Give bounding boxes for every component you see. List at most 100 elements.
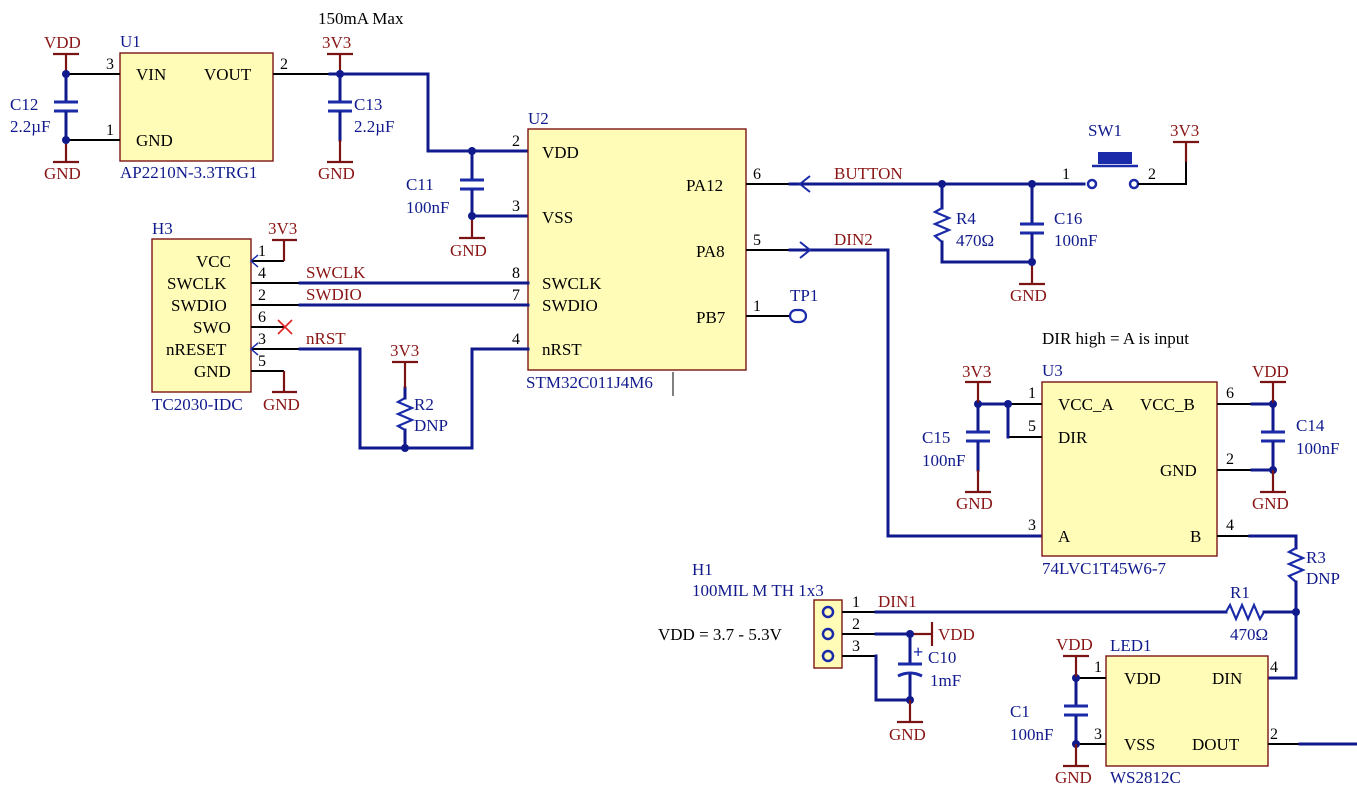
sw1-pushbutton[interactable]: SW1 1 2 — [1062, 121, 1156, 190]
net-button: BUTTON — [834, 164, 903, 183]
c13-capacitor[interactable]: C13 2.2µF — [328, 95, 395, 136]
c15-ref: C15 — [922, 428, 950, 447]
u3-num-vccb: 6 — [1226, 385, 1234, 402]
u1-pin-gnd: GND — [136, 131, 173, 150]
u2-num-pa8: 5 — [753, 232, 761, 249]
u2-num-swclk: 8 — [512, 265, 520, 282]
u1-regulator[interactable]: U1 AP2210N-3.3TRG1 VIN VOUT GND 3 2 1 — [106, 32, 288, 182]
r3-value: DNP — [1306, 569, 1340, 588]
led1-pin-dout: DOUT — [1192, 735, 1240, 754]
r4-ref: R4 — [956, 209, 976, 228]
h3-pin-swdio: SWDIO — [171, 296, 227, 315]
r2-resistor[interactable]: R2 DNP — [395, 395, 448, 435]
net-swclk: SWCLK — [306, 263, 366, 282]
u3-pin-vcca: VCC_A — [1058, 395, 1114, 414]
u2-pin-nrst: nRST — [542, 340, 582, 359]
c13-ref: C13 — [354, 95, 382, 114]
c16-ref: C16 — [1054, 209, 1082, 228]
v33-label: 3V3 — [268, 219, 297, 238]
u1-pin-vin: VIN — [136, 65, 166, 84]
h3-header[interactable]: H3 TC2030-IDC VCC SWCLK SWDIO SWO nRESET… — [151, 219, 266, 414]
c14-value: 100nF — [1296, 439, 1339, 458]
vdd-power-port: VDD — [1252, 362, 1289, 384]
c14-capacitor[interactable]: C14 100nF — [1261, 416, 1339, 458]
u2-num-swdio: 7 — [512, 287, 520, 304]
tp1-testpoint[interactable]: TP1 — [788, 286, 818, 324]
gnd-label: GND — [889, 725, 926, 744]
u1-num-vin: 3 — [106, 56, 114, 73]
u1-num-vout: 2 — [280, 56, 288, 73]
c11-capacitor[interactable]: C11 100nF — [406, 175, 484, 217]
led1-num-vdd: 1 — [1094, 659, 1102, 676]
r4-value: 470Ω — [956, 231, 994, 250]
h3-ref: H3 — [152, 219, 173, 238]
c12-value: 2.2µF — [10, 117, 51, 136]
gnd-power-port: GND — [889, 720, 926, 744]
gnd-power-port: GND — [263, 390, 300, 414]
u3-num-a: 3 — [1028, 517, 1036, 534]
u2-mcu[interactable]: U2 STM32C011J4M6 VDD VSS SWCLK SWDIO nRS… — [512, 109, 761, 392]
gnd-label: GND — [956, 494, 993, 513]
vdd-power-port: VDD — [44, 33, 81, 74]
led1-pin-vdd: VDD — [1124, 669, 1161, 688]
u3-pin-b: B — [1190, 527, 1201, 546]
h3-num-vcc: 1 — [258, 243, 266, 260]
gnd-power-port: GND — [1010, 282, 1047, 305]
u2-num-pa12: 6 — [753, 166, 761, 183]
c1-capacitor[interactable]: C1 100nF — [1010, 702, 1088, 744]
gnd-label: GND — [1010, 286, 1047, 305]
tp1-ref: TP1 — [790, 286, 818, 305]
h3-num-gnd: 5 — [258, 353, 266, 370]
r3-resistor[interactable]: R3 DNP — [1286, 547, 1340, 588]
u2-num-vdd: 2 — [512, 133, 520, 150]
gnd-label: GND — [1252, 494, 1289, 513]
gnd-power-port: GND — [1055, 764, 1092, 787]
r1-resistor[interactable]: R1 470Ω — [1225, 583, 1268, 644]
v33-label: 3V3 — [390, 341, 419, 360]
h3-num-swclk: 4 — [258, 265, 266, 282]
sw1-ref: SW1 — [1088, 121, 1122, 140]
c15-capacitor[interactable]: C15 100nF — [922, 428, 990, 470]
u3-level-shifter[interactable]: U3 74LVC1T45W6-7 VCC_A VCC_B DIR GND A B… — [1028, 361, 1234, 578]
h3-part: TC2030-IDC — [152, 395, 243, 414]
sw1-pin1: 1 — [1062, 166, 1070, 183]
h1-num-2: 2 — [852, 616, 860, 633]
h1-ref: H1 — [692, 560, 713, 579]
c10-capacitor[interactable]: + C10 1mF — [897, 642, 961, 690]
gnd-power-port: GND — [1252, 490, 1289, 513]
led1-num-vss: 3 — [1094, 726, 1102, 743]
gnd-label: GND — [44, 164, 81, 183]
gnd-label: GND — [1055, 768, 1092, 787]
r1-ref: R1 — [1230, 583, 1250, 602]
v33-label: 3V3 — [1170, 121, 1199, 140]
h1-connector[interactable]: H1 100MIL M TH 1x3 1 2 3 — [692, 560, 860, 669]
v33-label: 3V3 — [962, 362, 991, 381]
r4-resistor[interactable]: R4 470Ω — [932, 207, 994, 250]
max-current-note: 150mA Max — [318, 9, 404, 28]
vdd-label: VDD — [1252, 362, 1289, 381]
u3-pin-gnd: GND — [1160, 461, 1197, 480]
v33-power-port: 3V3 — [1170, 121, 1199, 144]
u2-num-nrst: 4 — [512, 331, 520, 348]
h1-num-1: 1 — [852, 594, 860, 611]
u2-part: STM32C011J4M6 — [526, 373, 653, 392]
c14-ref: C14 — [1296, 416, 1325, 435]
c16-value: 100nF — [1054, 231, 1097, 250]
c13-value: 2.2µF — [354, 117, 395, 136]
u2-pin-pa8: PA8 — [696, 242, 725, 261]
led1-num-din: 4 — [1270, 659, 1278, 676]
gnd-power-port: GND — [450, 236, 487, 260]
vdd-range-note: VDD = 3.7 - 5.3V — [658, 625, 783, 644]
u1-ref: U1 — [120, 32, 141, 51]
polarity-plus-icon: + — [913, 642, 923, 662]
gnd-power-port: GND — [318, 160, 355, 183]
led1-ws2812[interactable]: LED1 WS2812C VDD VSS DIN DOUT 1 3 4 2 — [1094, 636, 1278, 787]
led1-part: WS2812C — [1110, 768, 1181, 787]
u2-ref: U2 — [528, 109, 549, 128]
gnd-power-port: GND — [44, 160, 81, 183]
u3-pin-vccb: VCC_B — [1140, 395, 1195, 414]
c16-capacitor[interactable]: C16 100nF — [1020, 209, 1097, 250]
h1-part: 100MIL M TH 1x3 — [692, 581, 824, 600]
c12-capacitor[interactable]: C12 2.2µF — [10, 95, 78, 136]
